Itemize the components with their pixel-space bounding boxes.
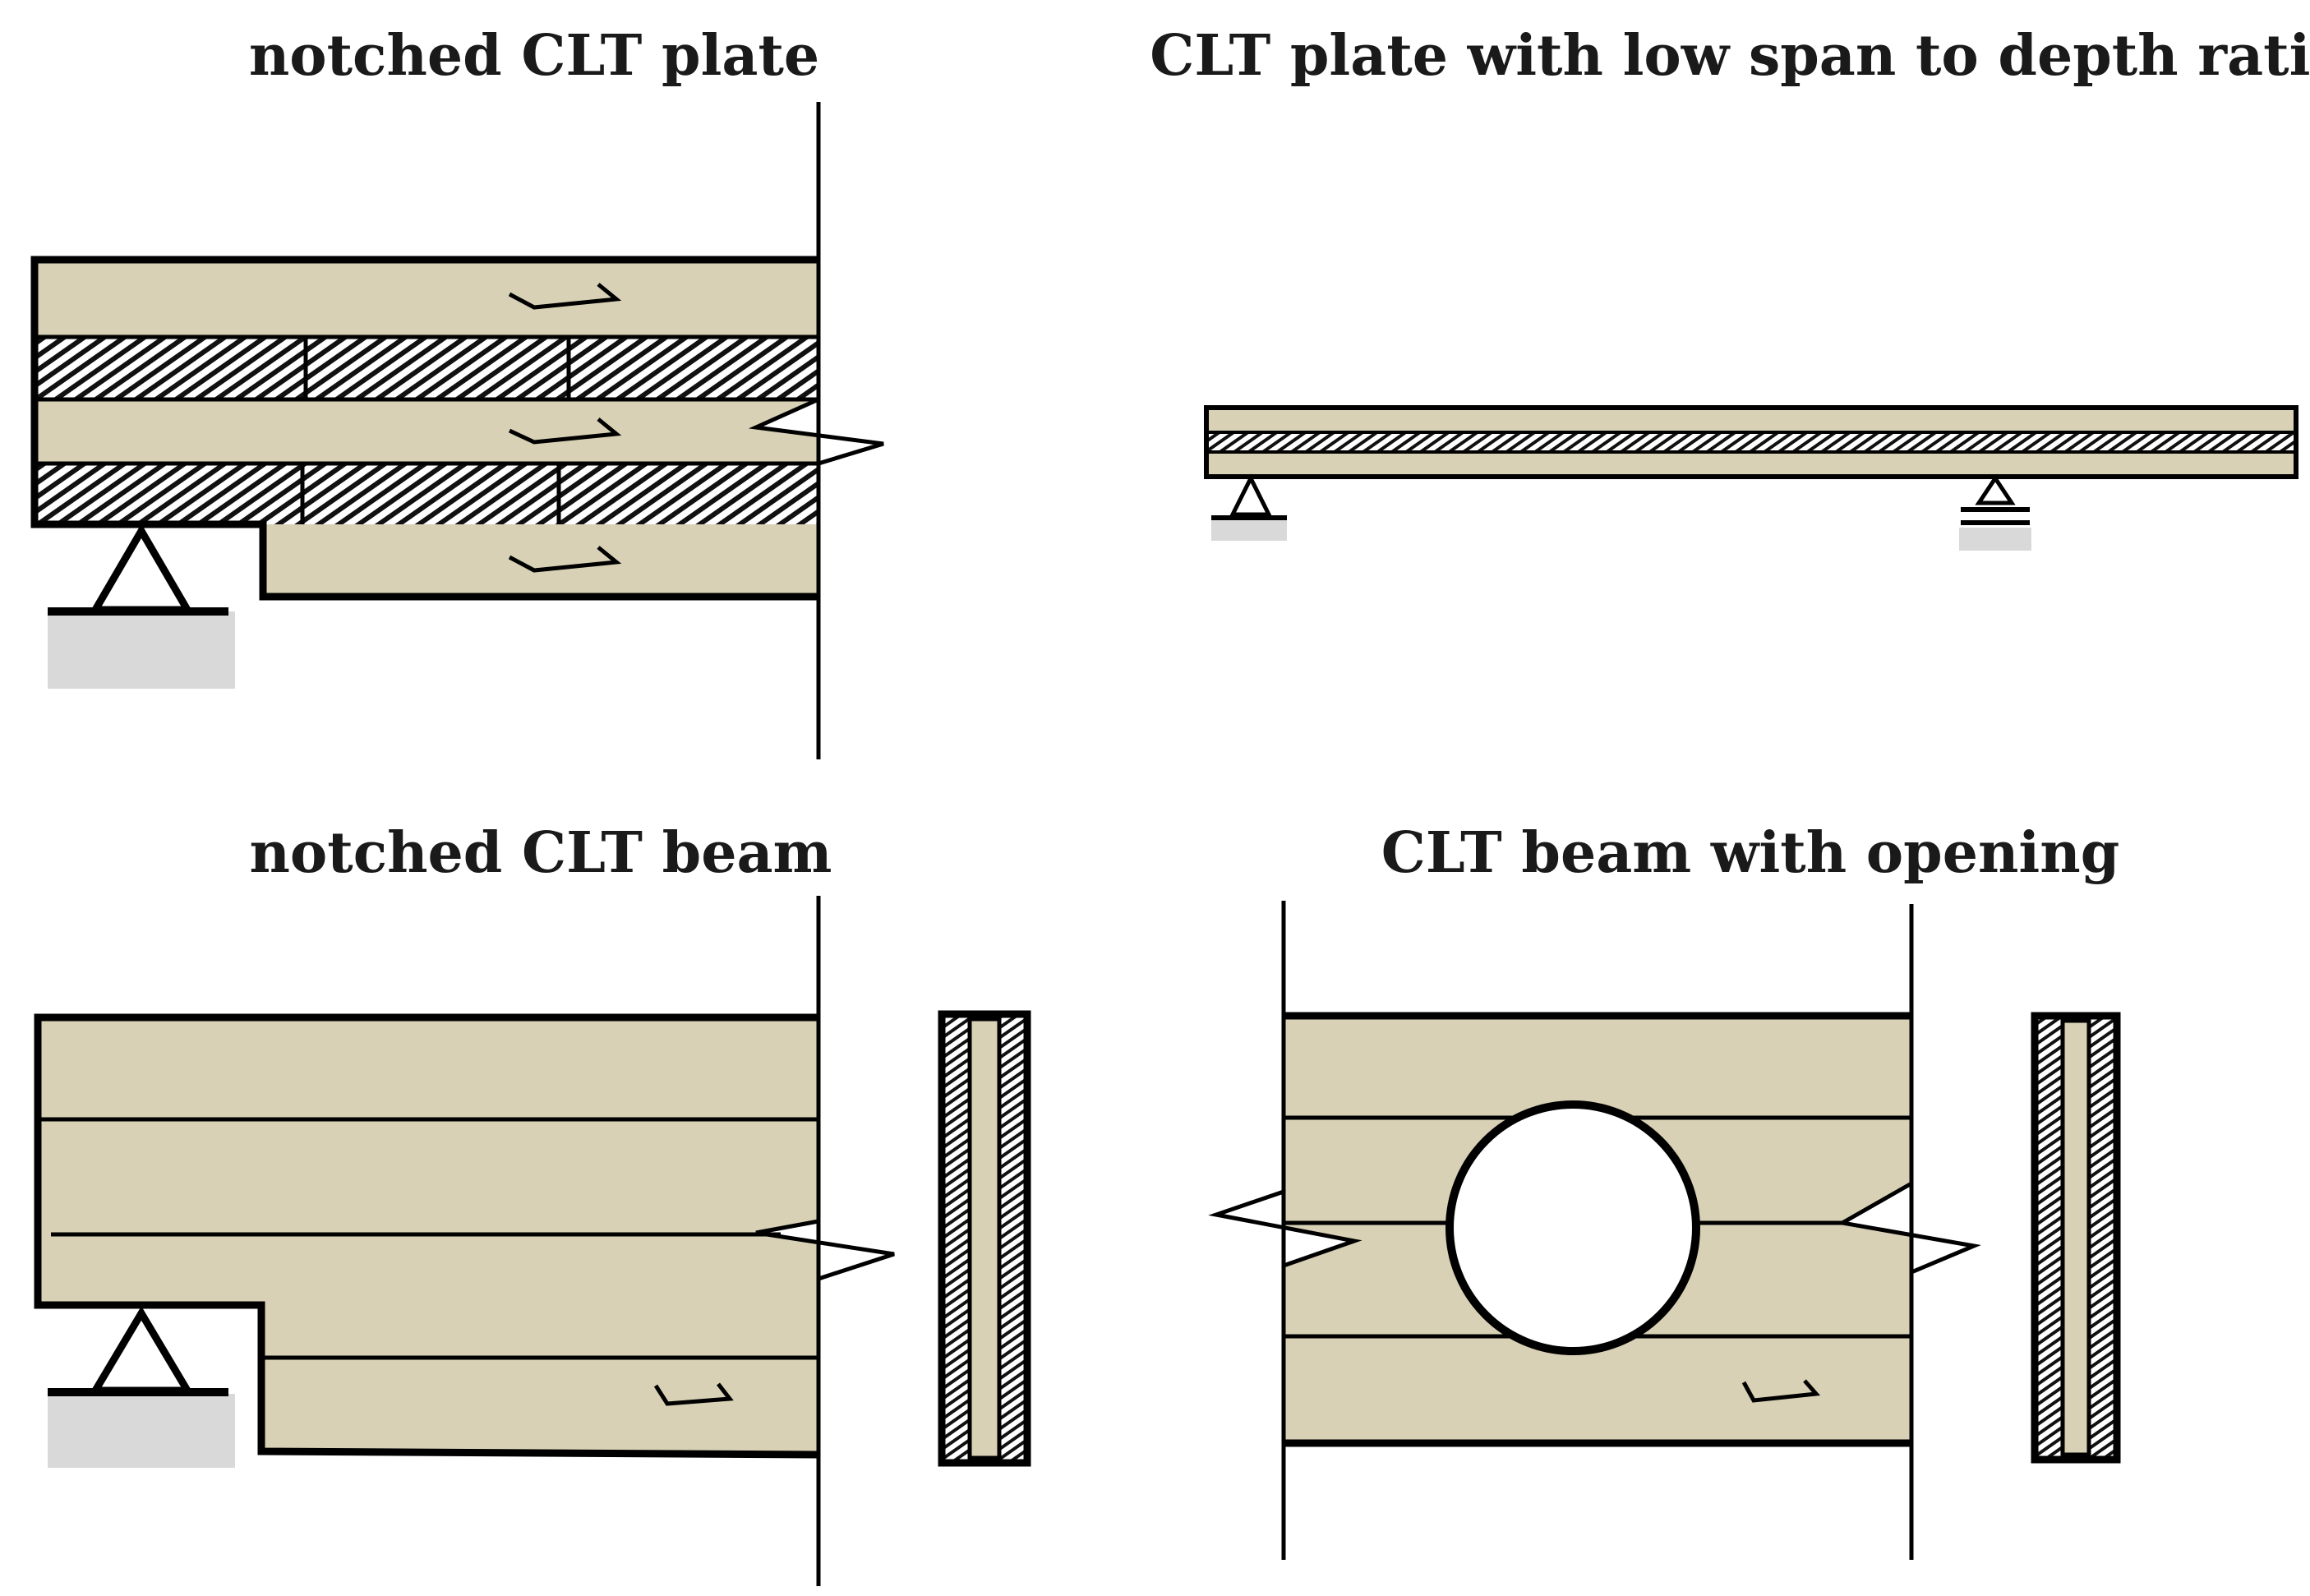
panel-notched-clt-beam: [34, 896, 1031, 1586]
beam-outline: [34, 1013, 819, 1459]
beam-cross-section: [938, 1010, 1031, 1467]
panel-clt-beam-opening: [1208, 901, 2121, 1560]
shear-arrows-icon: [653, 1382, 734, 1406]
panel-clt-plate-low-span: [1204, 405, 2298, 551]
panel-title-clt-plate-low-span: CLT plate with low span to depth ratio: [1150, 23, 2310, 89]
panel-title-clt-beam-opening: CLT beam with opening: [1381, 820, 2120, 886]
pinned-support-icon: [1211, 473, 1287, 541]
plate-bottom-layer: [1206, 452, 2296, 477]
shear-arrows-icon: [1741, 1379, 1821, 1403]
pinned-support-icon: [48, 1306, 235, 1468]
upper-cross-layer: [35, 337, 818, 399]
crack-icon: [755, 1218, 895, 1282]
roller-support-icon: [1959, 474, 2031, 551]
shear-arrows-icon: [508, 283, 622, 573]
panel-title-notched-clt-beam: notched CLT beam: [249, 820, 832, 886]
beam-cross-section: [2031, 1012, 2121, 1464]
plate-outline: [30, 256, 818, 601]
circular-opening: [1445, 1100, 1700, 1355]
crack-icon: [1836, 1179, 1981, 1275]
crack-icon: [1208, 1188, 1362, 1269]
bottom-longitudinal-layer: [263, 524, 818, 597]
pinned-support-icon: [48, 524, 235, 689]
lower-cross-layer: [35, 464, 818, 524]
top-longitudinal-layer: [35, 260, 818, 337]
plate-top-layer: [1206, 408, 2296, 432]
panel-notched-clt-plate: [30, 102, 884, 759]
middle-longitudinal-layer: [35, 399, 818, 464]
plate-cross-layer: [1206, 432, 2296, 452]
panel-title-notched-clt-plate: notched CLT plate: [248, 23, 820, 89]
